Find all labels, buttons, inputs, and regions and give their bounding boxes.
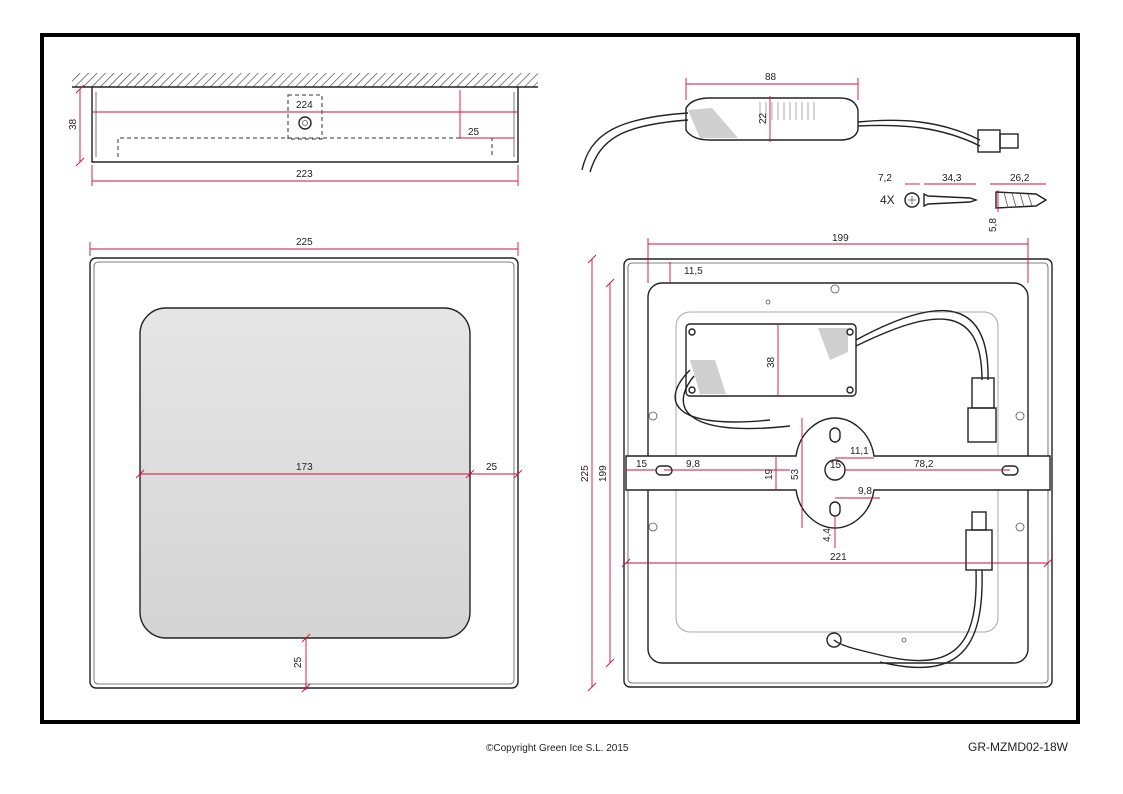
dim-top-inner: 224 <box>296 100 313 111</box>
panel-frame <box>89 257 519 689</box>
dim-slot-98-bottom: 9,8 <box>858 486 872 497</box>
mounting-bracket <box>625 417 1051 529</box>
dim-bottom-width: 223 <box>296 169 313 180</box>
dim-driver-height: 22 <box>758 112 769 124</box>
bracket-slot-right <box>1001 465 1019 476</box>
socket-connector <box>971 377 995 409</box>
dim-plug-diameter: 5,8 <box>988 218 999 232</box>
dim-front-inner: 173 <box>296 462 313 473</box>
spring-clip-outline <box>287 94 323 140</box>
driver-view: 88 22 <box>581 72 1019 173</box>
dim-driver-internal-height: 38 <box>766 356 777 368</box>
screw-icon <box>923 192 979 208</box>
dim-driver-length: 88 <box>765 72 777 83</box>
dim-screw-length: 34,3 <box>942 173 962 184</box>
dim-slot-782: 78,2 <box>914 459 934 470</box>
side-view: 38 224 25 223 <box>68 73 538 186</box>
dim-front-border-bottom: 25 <box>293 656 304 668</box>
dim-hole-15: 15 <box>830 460 842 471</box>
dim-screw-head: 7,2 <box>878 173 892 184</box>
screw-hole-icon <box>298 116 312 130</box>
dim-hole-111: 11,1 <box>850 446 869 457</box>
dim-depth: 38 <box>68 118 79 130</box>
screw-head-icon <box>904 192 920 208</box>
dim-slot-44: 4,4 <box>822 528 833 542</box>
screw-quantity: 4X <box>880 193 895 207</box>
front-view: 225 173 25 25 <box>89 237 523 693</box>
driver-internal <box>685 323 857 397</box>
wall-plug-icon <box>995 191 1048 209</box>
panel-back-frame <box>623 258 1053 688</box>
led-driver-body <box>685 97 859 141</box>
dim-back-offset: 11,5 <box>684 266 703 277</box>
dim-back-width-199: 199 <box>832 233 849 244</box>
dim-back-height-199: 199 <box>598 465 609 482</box>
dim-bracket-19: 19 <box>764 468 775 480</box>
connector-plug <box>977 129 1001 153</box>
dim-front-outer: 225 <box>296 237 313 248</box>
ceiling-hatch <box>72 73 538 87</box>
output-plug <box>965 529 993 571</box>
light-diffuser <box>139 307 471 639</box>
copyright-text: ©Copyright Green Ice S.L. 2015 <box>486 743 629 754</box>
dim-slot-98-left: 9,8 <box>686 459 700 470</box>
dim-slot-15-left: 15 <box>636 459 648 470</box>
model-code: GR-MZMD02-18W <box>968 740 1069 754</box>
dim-plate-53: 53 <box>790 468 801 480</box>
dim-back-height-225: 225 <box>580 465 591 482</box>
drawing-frame <box>40 33 1080 724</box>
dim-front-border-right: 25 <box>486 462 498 473</box>
dim-back-width-221: 221 <box>830 552 847 563</box>
dim-inner-right: 25 <box>468 127 480 138</box>
back-view: 199 11,5 225 199 38 15 9,8 19 53 11,1 15… <box>580 233 1053 692</box>
panel-side-profile <box>91 87 519 163</box>
screw-kit: 4X 7,2 34,3 26,2 5,8 <box>878 173 1048 232</box>
dim-plug-length: 26,2 <box>1010 173 1030 184</box>
bracket-slot-left <box>655 465 673 476</box>
